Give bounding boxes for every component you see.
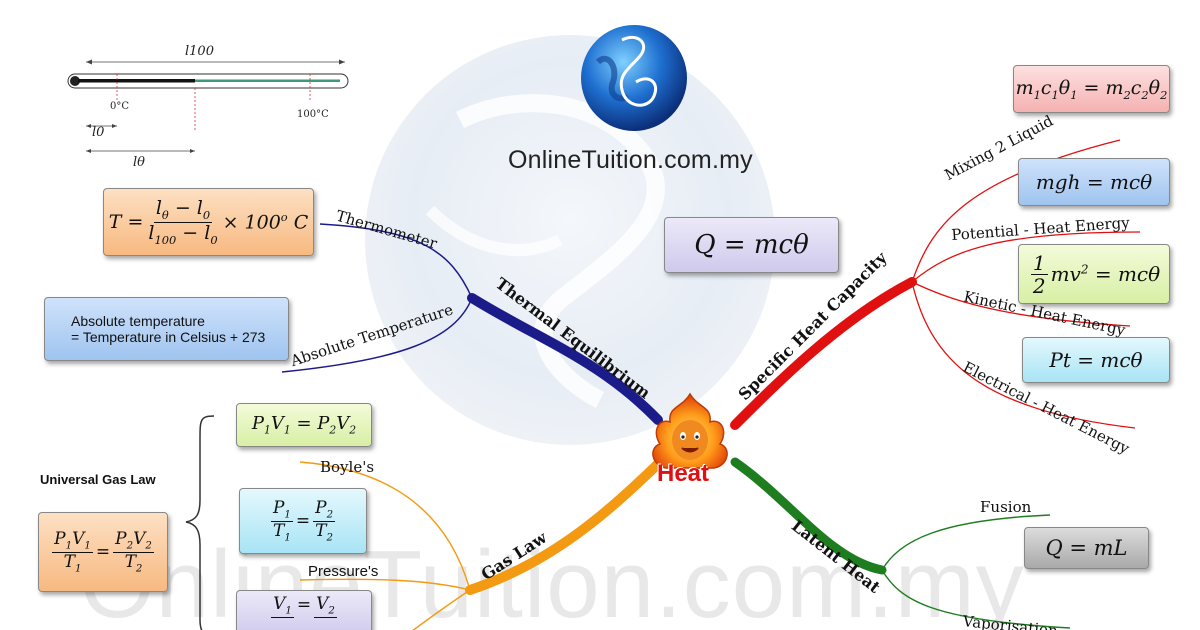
gas-branch-line xyxy=(465,457,665,595)
thermometer-line xyxy=(319,223,473,299)
brace-icon xyxy=(185,415,215,630)
latent-branch-line xyxy=(730,457,887,575)
logo-globe-icon xyxy=(581,25,687,131)
boyles-formula-box: P1V1 = P2V2 xyxy=(236,403,372,447)
pressures-label: Pressure's xyxy=(308,563,379,580)
fusion-label: Fusion xyxy=(980,498,1032,516)
pressures-line xyxy=(299,578,471,591)
brand-name: OnlineTuition.com.my xyxy=(508,146,753,174)
potential-line xyxy=(911,231,1141,283)
vaporisation-line xyxy=(881,569,1071,629)
kinetic-line xyxy=(911,281,1131,327)
thermal-branch-line xyxy=(467,293,663,425)
boyles-line xyxy=(299,461,471,591)
potential-formula-box: mgh = mcθ xyxy=(1018,158,1170,206)
mixing-formula-box: m1c1θ1 = m2c2θ2 xyxy=(1013,65,1170,113)
mixing-line xyxy=(911,139,1121,283)
zero-celsius-label: 0°C xyxy=(110,101,130,112)
electrical-line xyxy=(911,281,1136,429)
absolute-line-2: = Temperature in Celsius + 273 xyxy=(71,329,266,345)
fire-mascot-icon xyxy=(652,392,728,469)
latent-formula-box: Q = mL xyxy=(1024,527,1149,569)
ltheta-label: lθ xyxy=(133,155,145,170)
gas-lower-line xyxy=(412,589,471,630)
thermometer-diagram xyxy=(67,59,349,153)
absolute-line-1: Absolute temperature xyxy=(71,313,205,329)
universal-gas-law-label: Universal Gas Law xyxy=(40,472,156,487)
absolute-temperature-box: Absolute temperature = Temperature in Ce… xyxy=(44,297,289,361)
absolute-line xyxy=(281,297,473,373)
hundred-celsius-label: 100°C xyxy=(297,109,329,120)
center-heat-label: Heat xyxy=(657,460,710,487)
boyles-label: Boyle's xyxy=(320,458,375,476)
fusion-line xyxy=(881,514,1051,571)
charles-formula-box: V1 = V2 xyxy=(236,590,372,630)
specific-branch-line xyxy=(730,277,917,430)
main-formula-box: Q = mcθ xyxy=(664,217,839,273)
electrical-formula-box: Pt = mcθ xyxy=(1022,337,1170,383)
l100-label: l100 xyxy=(185,44,214,59)
l0-label: l0 xyxy=(92,125,105,140)
